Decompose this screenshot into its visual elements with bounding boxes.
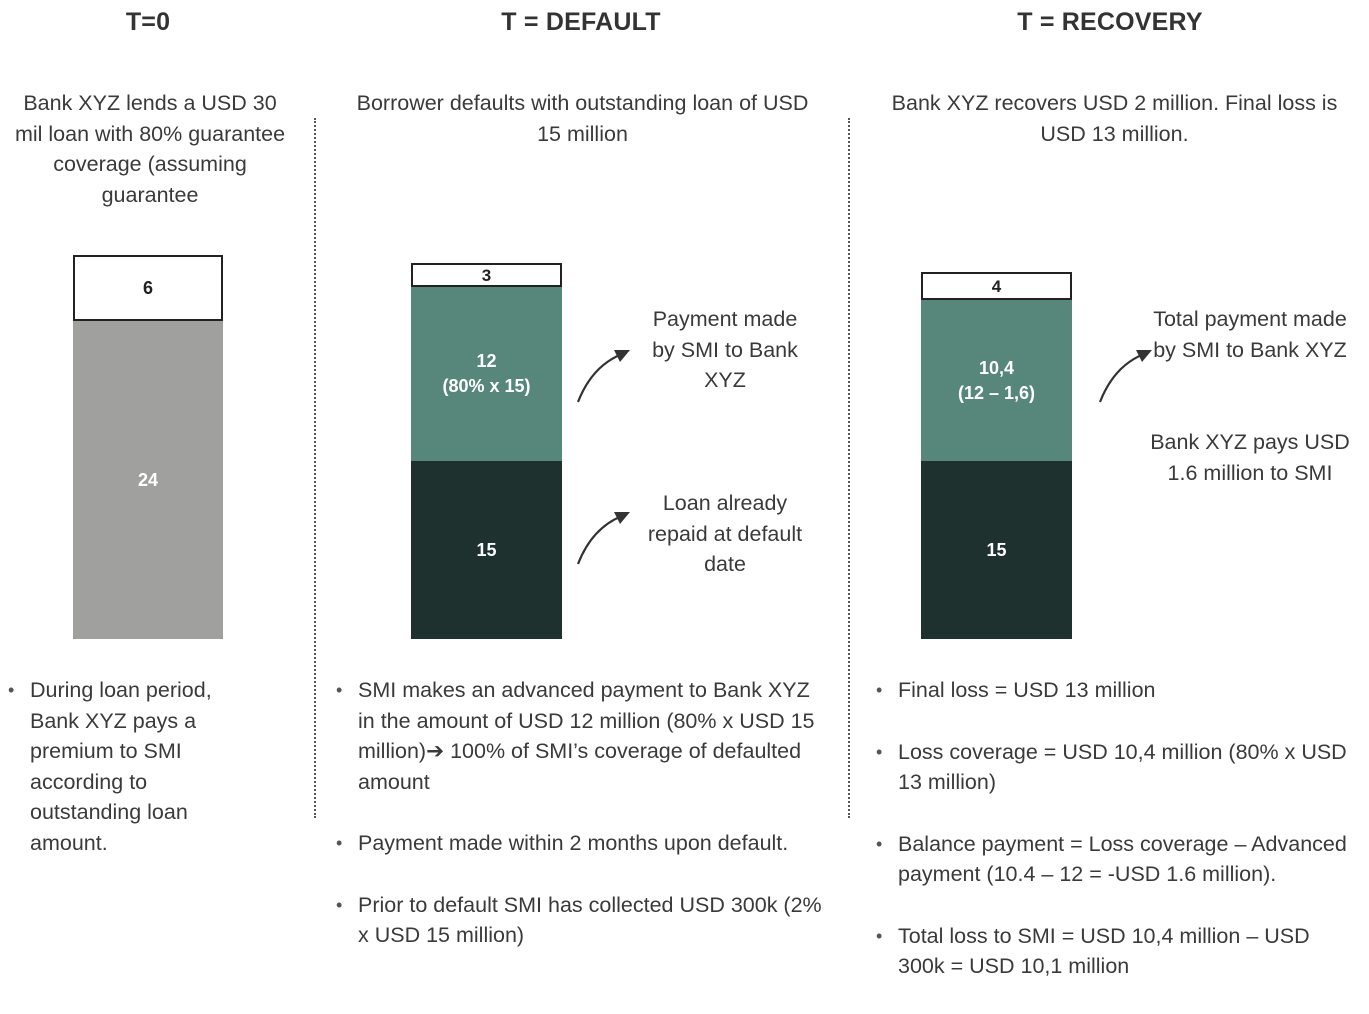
col2-bar-segment-top: 3 bbox=[411, 263, 562, 287]
col3-bullet-list: Final loss = USD 13 million Loss coverag… bbox=[876, 675, 1356, 1013]
divider-right bbox=[848, 118, 850, 818]
col1-bar-label-top: 6 bbox=[142, 277, 153, 298]
col1-bar-segment-top: 6 bbox=[73, 255, 223, 321]
col3-bullet-item: Balance payment = Loss coverage – Advanc… bbox=[876, 829, 1356, 890]
col1-bar-segment-bottom: 24 bbox=[73, 321, 223, 639]
col2-title: T = DEFAULT bbox=[501, 8, 661, 36]
curved-arrow-icon bbox=[576, 512, 630, 565]
col3-bullet-item: Final loss = USD 13 million bbox=[876, 675, 1356, 706]
col2-bar-label-top: 3 bbox=[481, 265, 492, 285]
col3-bullet-item: Total loss to SMI = USD 10,4 million – U… bbox=[876, 921, 1356, 982]
col1-description: Bank XYZ lends a USD 30 mil loan with 80… bbox=[14, 91, 286, 207]
col3-bar-segment-top: 4 bbox=[921, 272, 1072, 300]
col3-description: Bank XYZ recovers USD 2 million. Final l… bbox=[891, 91, 1338, 146]
col2-bar-segment-bottom: 15 bbox=[411, 461, 562, 639]
col2-bullet-item: Payment made within 2 months upon defaul… bbox=[336, 828, 831, 859]
col2-bar-sublabel-middle: (80% x 15) bbox=[442, 376, 531, 396]
col1-bar-label-bottom: 24 bbox=[137, 469, 159, 490]
col3-bullet-item: Loss coverage = USD 10,4 million (80% x … bbox=[876, 737, 1356, 798]
col3-bar-label-middle: 10,4 bbox=[978, 357, 1015, 378]
col2-bullet-item: Prior to default SMI has collected USD 3… bbox=[336, 890, 831, 951]
col3-bar-segment-bottom: 15 bbox=[921, 461, 1072, 639]
col2-bullet-list: SMI makes an advanced payment to Bank XY… bbox=[336, 675, 831, 982]
col2-bar-segment-middle: 12 (80% x 15) bbox=[411, 287, 562, 461]
divider-left bbox=[314, 118, 316, 818]
col2-bullet-item: SMI makes an advanced payment to Bank XY… bbox=[336, 675, 831, 797]
col3-bar-label-bottom: 15 bbox=[986, 539, 1007, 560]
col1-title: T=0 bbox=[125, 8, 171, 36]
col2-annotation-payment: Payment made by SMI to Bank XYZ bbox=[652, 307, 798, 392]
col2-annotation-repaid: Loan already repaid at default date bbox=[647, 491, 803, 576]
col3-bar-label-top: 4 bbox=[991, 276, 1002, 296]
col1-bullet-item: During loan period, Bank XYZ pays a prem… bbox=[8, 675, 238, 858]
curved-arrow-icon bbox=[1098, 350, 1152, 403]
col1-bullet-list: During loan period, Bank XYZ pays a prem… bbox=[8, 675, 238, 889]
col2-bar-label-bottom: 15 bbox=[476, 539, 497, 560]
col3-annotation-total-payment: Total payment made by SMI to Bank XYZ bbox=[1153, 307, 1347, 362]
col3-annotation-bank-pays: Bank XYZ pays USD 1.6 million to SMI bbox=[1150, 430, 1350, 485]
col2-bar-label-middle: 12 bbox=[476, 351, 497, 371]
col2-description: Borrower defaults with outstanding loan … bbox=[356, 91, 809, 146]
curved-arrow-icon bbox=[576, 350, 630, 403]
col3-title: T = RECOVERY bbox=[1017, 8, 1203, 36]
col3-bar-sublabel-middle: (12 – 1,6) bbox=[957, 382, 1036, 403]
col3-bar-segment-middle: 10,4 (12 – 1,6) bbox=[921, 300, 1072, 461]
